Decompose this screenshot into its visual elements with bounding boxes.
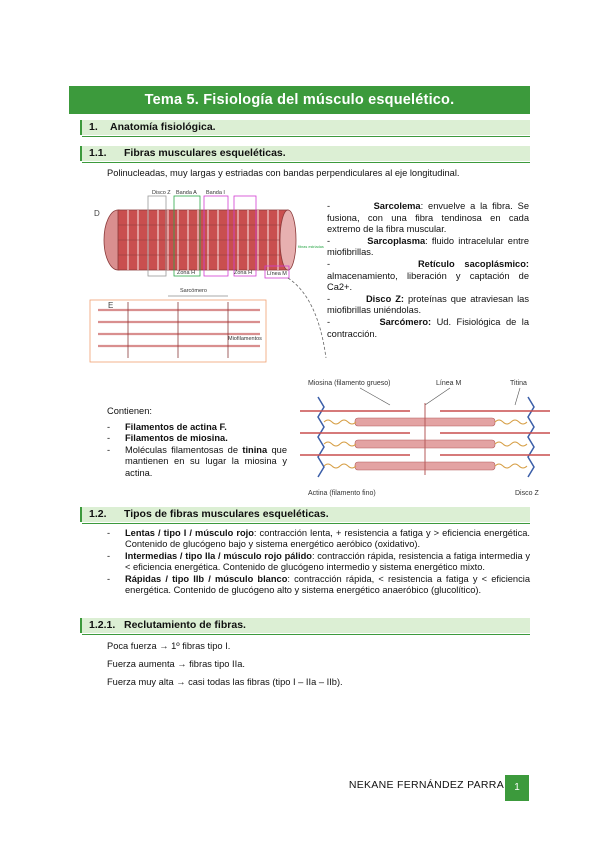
section-number: 1.2.1. [89,619,116,631]
svg-text:Actina (filamento fino): Actina (filamento fino) [308,490,376,497]
list-item: Moléculas filamentosas de tinina que man… [107,445,287,479]
svg-text:Sarcómero: Sarcómero [180,288,207,294]
section-heading-1-2: 1.2. Tipos de fibras musculares esquelét… [80,507,530,524]
section-label: Tipos de fibras musculares esqueléticas. [124,508,329,520]
definition-item: - Disco Z: proteínas que atraviesan las … [327,293,529,316]
actin-filaments [300,410,550,456]
svg-text:Línea M: Línea M [267,271,287,277]
section-heading-1: 1. Anatomía fisiológica. [80,120,530,137]
definition-list: - Sarcolema: envuelve a la fibra. Se fus… [327,201,529,340]
svg-text:Zona H: Zona H [234,270,252,276]
svg-text:Disco Z: Disco Z [515,490,539,497]
definition-item: - Sarcómero: Ud. Fisiológica de la contr… [327,316,530,339]
svg-text:Miosina (filamento grueso): Miosina (filamento grueso) [308,380,390,387]
definition-item: - Sarcoplasma: fluido intracelular entre… [327,235,529,258]
svg-text:Miofilamentos: Miofilamentos [228,336,262,342]
contain-label: Contienen: [107,406,152,416]
list-item: Filamentos de miosina. [107,433,287,445]
section-number: 1.1. [89,147,107,159]
list-item: Lentas / tipo I / músculo rojo: contracc… [107,528,530,551]
page-title: Tema 5. Fisiología del músculo esqueléti… [69,86,530,114]
footer-author: NEKANE FERNÁNDEZ PARRA [348,779,504,791]
svg-text:Línea M: Línea M [436,380,461,387]
definition-item: - Sarcolema: envuelve a la fibra. Se fus… [327,201,530,235]
svg-text:Banda A: Banda A [176,190,197,196]
svg-text:fibras estriadas: fibras estriadas [298,245,324,249]
section-number: 1. [89,121,98,133]
definition-item: - Retículo sacoplásmico: almacenamiento,… [327,258,529,293]
svg-text:Zona H: Zona H [177,270,195,276]
section-number: 1.2. [89,508,107,520]
recruitment-line: Poca fuerza → 1º fibras tipo I. [107,641,231,651]
fig1-label-e: E [108,301,113,310]
z-disc-right [527,396,535,478]
section-label: Fibras musculares esqueléticas. [124,147,286,159]
svg-text:Titina: Titina [510,380,527,387]
svg-text:Disco Z: Disco Z [152,190,171,196]
contain-list: Filamentos de actina F. Filamentos de mi… [107,422,287,479]
titin-springs [323,419,528,469]
svg-text:Banda I: Banda I [206,190,225,196]
section-label: Reclutamiento de fibras. [124,619,246,631]
list-item: Filamentos de actina F. [107,422,287,434]
list-item: Rápidas / tipo IIb / músculo blanco: con… [107,574,530,597]
recruitment-line: Fuerza muy alta → casi todas las fibras … [107,677,343,687]
fig1-label-d: D [94,209,100,218]
section-heading-1-2-1: 1.2.1. Reclutamiento de fibras. [80,618,530,635]
muscle-fiber-figure: D E Disco Z Banda A Banda I Zona H Zona … [89,190,327,363]
section-heading-1-1: 1.1. Fibras musculares esqueléticas. [80,146,530,163]
intro-text: Polinucleadas, muy largas y estriadas co… [107,168,460,178]
sarcomere-figure: Miosina (filamento grueso) Línea M Titin… [300,380,550,497]
fiber-types-list: Lentas / tipo I / músculo rojo: contracc… [107,528,530,596]
section-label: Anatomía fisiológica. [110,121,216,133]
recruitment-line: Fuerza aumenta → fibras tipo IIa. [107,659,245,669]
page-number: 1 [505,775,529,801]
list-item: Intermedias / tipo IIa / músculo rojo pá… [107,551,530,574]
z-disc-left [317,396,325,478]
